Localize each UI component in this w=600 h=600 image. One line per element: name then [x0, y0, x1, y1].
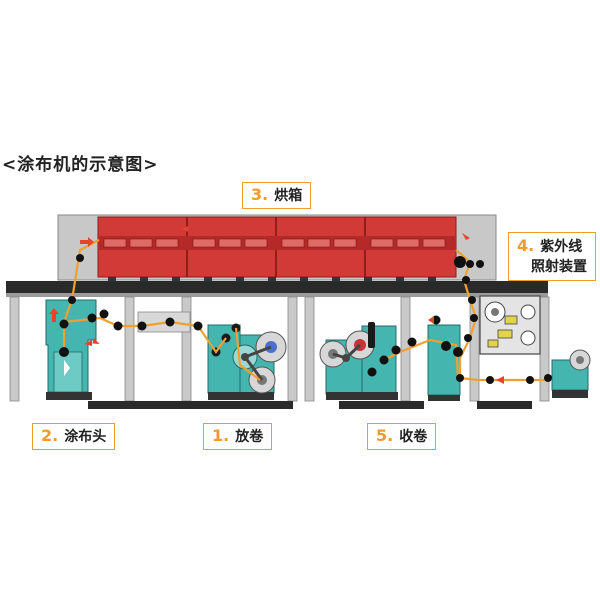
uv-label-number: 4.: [517, 236, 535, 255]
oven-label-text: 烘箱: [274, 188, 303, 204]
main-beam: [6, 281, 548, 297]
unwind-label: 1. 放卷: [203, 423, 273, 450]
uv-device: [479, 295, 541, 355]
coater-label: 2. 涂布头: [32, 423, 116, 450]
uv-label: 4. 紫外线 照射装置: [508, 232, 596, 281]
oven-label: 3. 烘箱: [242, 182, 312, 209]
right-roller-unit: [551, 349, 591, 398]
coater-label-text: 涂布头: [64, 429, 107, 445]
diagram-title: <涂布机的示意图>: [2, 155, 159, 175]
coater-label-number: 2.: [41, 426, 59, 445]
unwind-label-text: 放卷: [235, 429, 264, 445]
unwind-label-number: 1.: [212, 426, 230, 445]
rewind-label: 5. 收卷: [367, 423, 437, 450]
uv-label-line2: 照射装置: [531, 259, 587, 275]
oven-label-number: 3.: [251, 185, 269, 204]
uv-label-line1: 紫外线: [540, 239, 583, 255]
direction-arrows: [80, 226, 504, 384]
rewind-label-text: 收卷: [399, 429, 428, 445]
coater-head: [45, 299, 97, 400]
unwind-station: [207, 323, 287, 400]
drive-cabinet: [427, 324, 461, 401]
oven-sections: [97, 216, 457, 282]
rewind-label-number: 5.: [376, 426, 394, 445]
rewind-station: [319, 322, 398, 400]
guide-rollers: [59, 254, 552, 384]
ground-bars: [88, 401, 532, 409]
